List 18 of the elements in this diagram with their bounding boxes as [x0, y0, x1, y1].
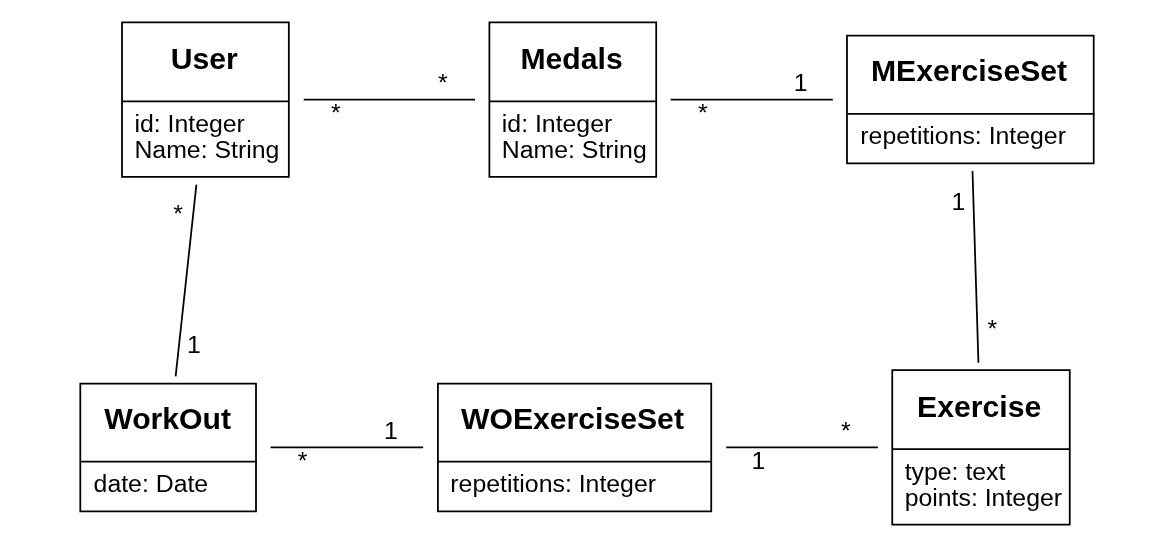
connector — [302, 98, 476, 101]
label: * — [438, 69, 448, 97]
connector — [269, 446, 425, 449]
label: * — [987, 314, 998, 342]
label: 1 — [951, 188, 966, 216]
label: * — [697, 99, 708, 127]
label: * — [297, 446, 308, 474]
label: * — [331, 99, 341, 127]
label: 1 — [751, 446, 766, 474]
connector — [971, 170, 980, 364]
label: * — [173, 199, 183, 227]
label: * — [840, 417, 851, 444]
connector — [669, 98, 834, 101]
connector — [174, 183, 198, 378]
label: 1 — [384, 417, 398, 444]
connector — [725, 446, 879, 449]
label: 1 — [793, 69, 808, 97]
label: 1 — [187, 330, 201, 358]
